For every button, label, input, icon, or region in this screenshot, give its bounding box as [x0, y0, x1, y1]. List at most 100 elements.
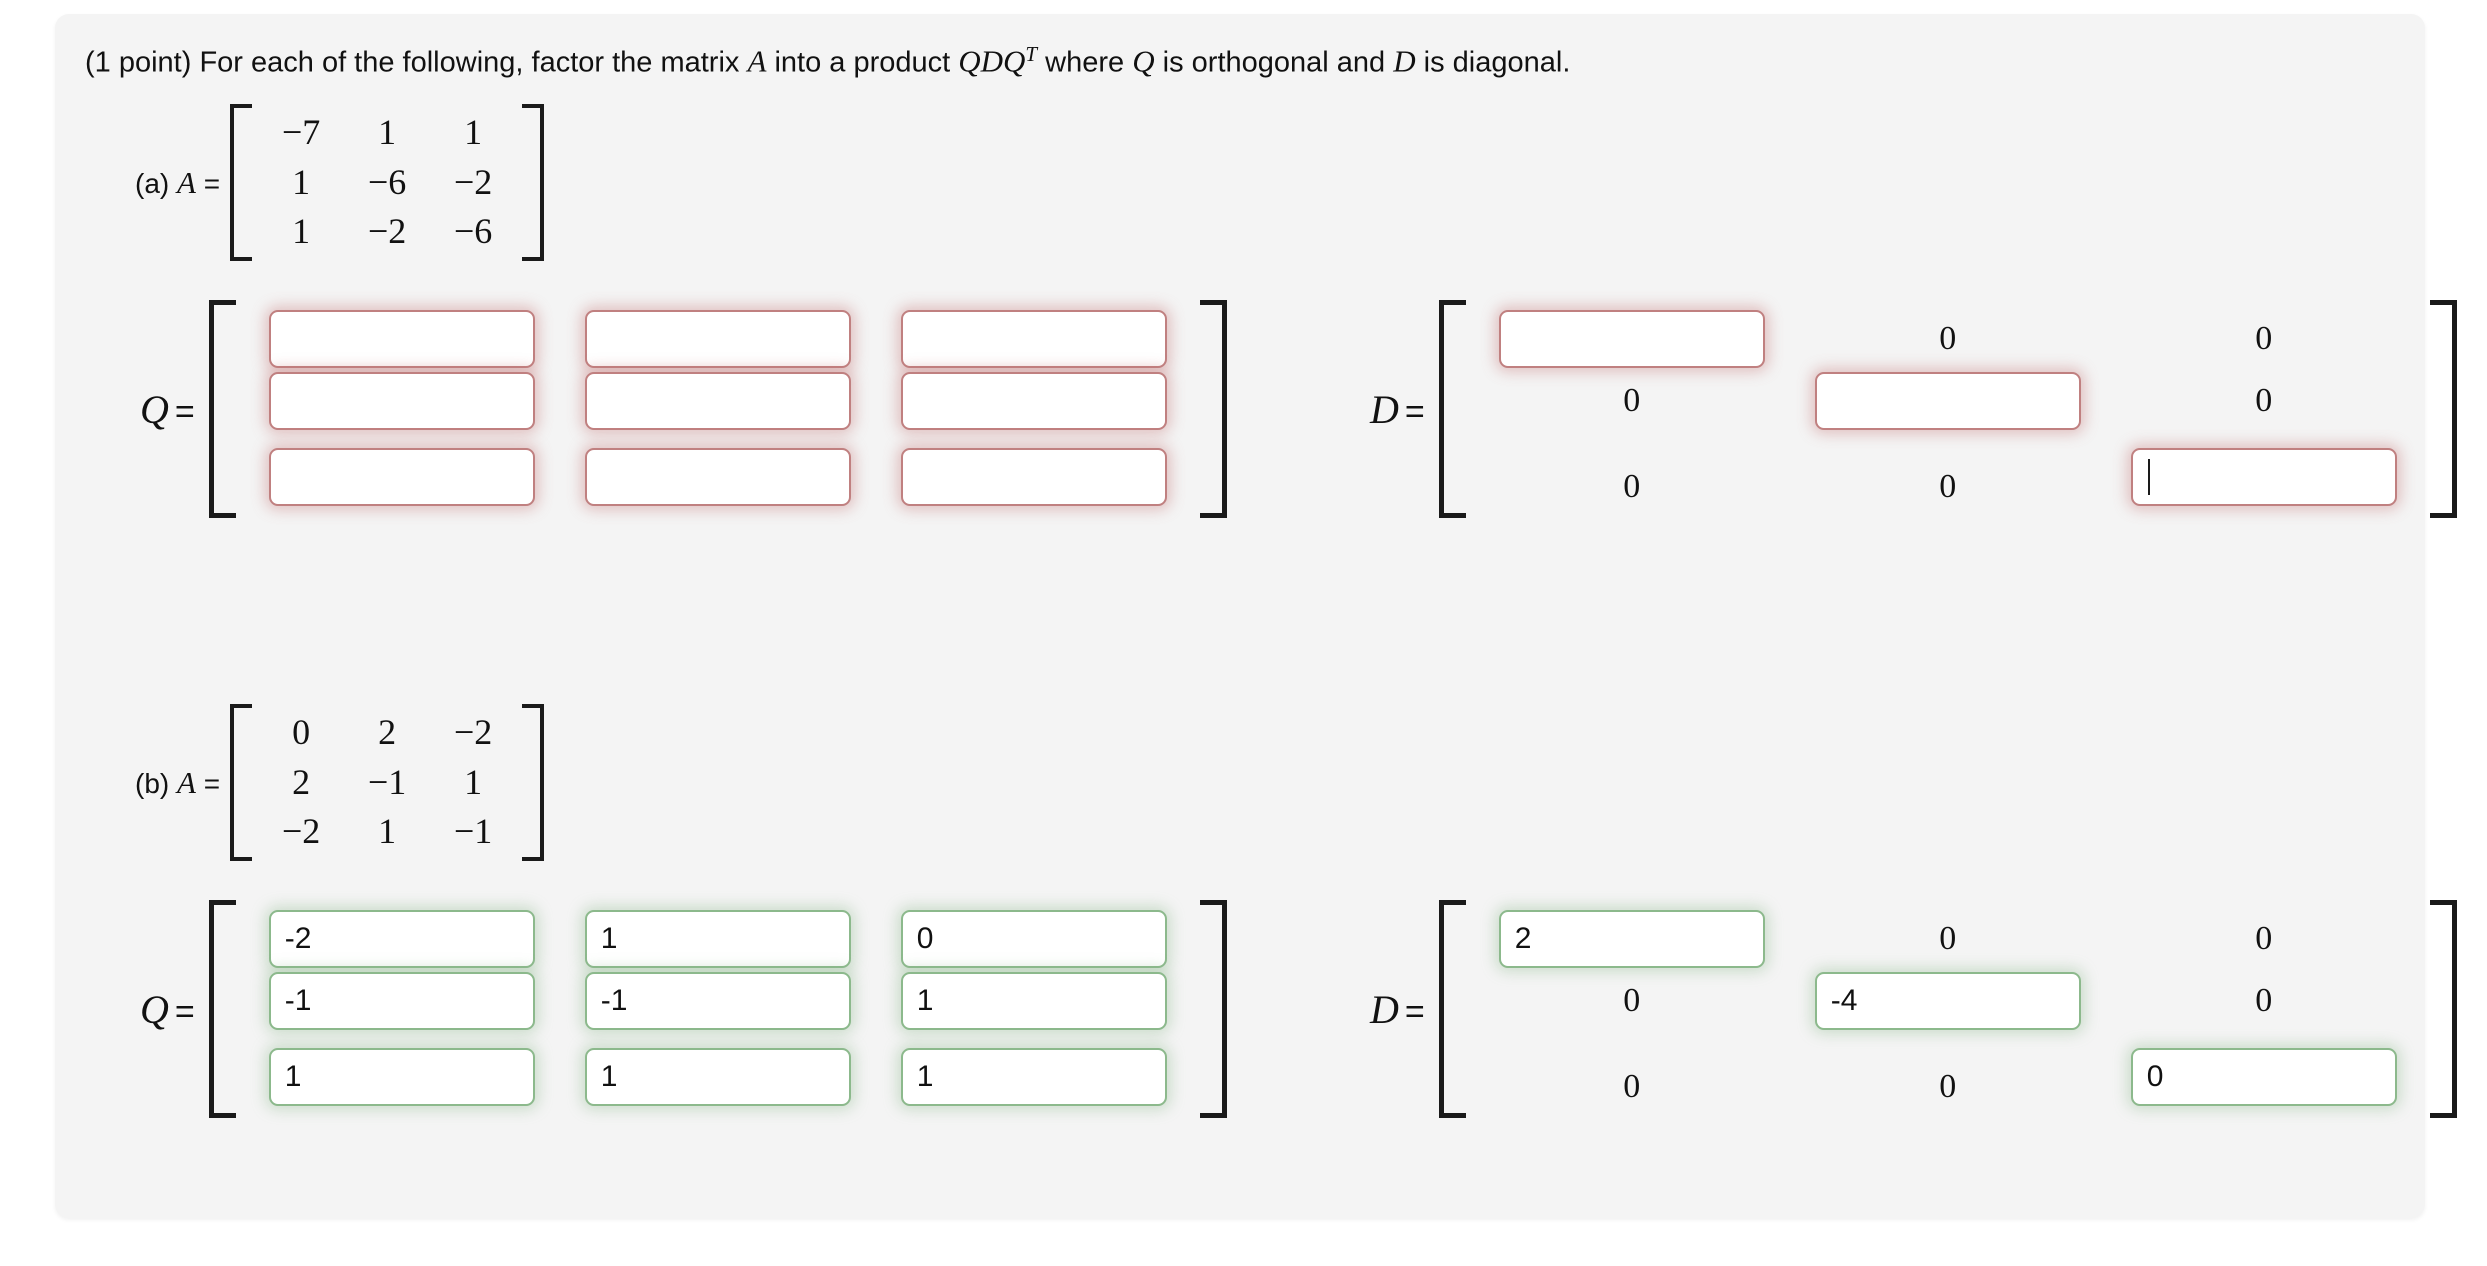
matrix-cell: −7 [281, 112, 321, 152]
matrix-cell: 1 [464, 112, 483, 152]
right-bracket-icon [1199, 300, 1227, 518]
part-letter-a: (a) [135, 167, 170, 199]
d-zero: 0 [1623, 382, 1641, 419]
prompt-var-q: Q [1132, 43, 1155, 79]
matrix-cell: 1 [378, 112, 397, 152]
q-input-r3c1[interactable]: 1 [268, 1048, 535, 1106]
prompt-qdq: QDQ [958, 43, 1026, 79]
q-input-r2c3[interactable]: 1 [900, 972, 1167, 1030]
matrix-cell: −2 [367, 211, 407, 252]
left-bracket-icon [208, 900, 236, 1118]
d-cell-r3c2: 0 [1798, 432, 2098, 510]
q-matrix-block-a: Q= [140, 300, 1227, 518]
d-input-r2c2[interactable]: -4 [1814, 972, 2081, 1030]
q-input-r2c2[interactable]: -1 [584, 972, 851, 1030]
d-matrix-block-b: D= 2 0 0 0 -4 0 0 0 0 [1370, 900, 2457, 1118]
prompt-var-d: D [1393, 43, 1416, 79]
part-letter-b: (b) [135, 767, 170, 799]
q-input-r2c2[interactable] [584, 372, 851, 430]
matrix-cell: 1 [292, 211, 311, 252]
q-var: Q [140, 386, 169, 432]
d-input-r1c1[interactable]: 2 [1498, 910, 1765, 968]
matrix-cell: −1 [453, 811, 493, 852]
matrix-cell: 1 [378, 811, 397, 852]
q-input-r3c3[interactable] [900, 448, 1167, 506]
q-label-a: Q= [140, 386, 195, 433]
problem-statement: (1 point) For each of the following, fac… [85, 42, 1570, 80]
q-input-r1c3[interactable] [900, 310, 1167, 368]
part-label-b: (b) A = [135, 765, 220, 801]
d-cell-r1c3: 0 [2114, 908, 2414, 970]
right-bracket-icon [522, 104, 545, 262]
part-var-b: A [177, 764, 196, 800]
q-cell-r2c1: -1 [252, 970, 552, 1032]
left-bracket-icon [230, 104, 253, 262]
right-bracket-icon [2429, 900, 2457, 1118]
q-cell-r1c2 [568, 308, 868, 370]
q-cell-r2c2 [568, 370, 868, 432]
d-cell-r3c1: 0 [1482, 1032, 1782, 1110]
q-input-r3c2[interactable]: 1 [584, 1048, 851, 1106]
q-input-r1c1[interactable] [268, 310, 535, 368]
q-input-r2c3[interactable] [900, 372, 1167, 430]
matrix-cell: −6 [453, 211, 493, 252]
q-cell-r1c2: 1 [568, 908, 868, 970]
d-label-b: D= [1370, 986, 1425, 1033]
d-zero: 0 [1939, 1068, 1957, 1105]
q-input-r2c1[interactable]: -1 [268, 972, 535, 1030]
d-cell-r2c1: 0 [1482, 970, 1782, 1032]
d-input-r2c2[interactable] [1814, 372, 2081, 430]
prompt-mid: into a product [766, 46, 959, 79]
part-equals-b: = [203, 767, 221, 799]
part-equals-a: = [203, 167, 221, 199]
d-zero: 0 [1623, 982, 1641, 1019]
d-zero: 0 [2255, 982, 2273, 1019]
d-input-r3c3[interactable] [2130, 448, 2397, 506]
q-cell-r2c2: -1 [568, 970, 868, 1032]
q-input-r3c1[interactable] [268, 448, 535, 506]
d-zero: 0 [2255, 320, 2273, 357]
q-matrix-block-b: Q= -2 1 0 -1 -1 1 1 1 1 [140, 900, 1227, 1118]
d-zero: 0 [2255, 382, 2273, 419]
prompt-var-a: A [747, 43, 767, 79]
d-cell-r2c3: 0 [2114, 970, 2414, 1032]
d-input-r1c1[interactable] [1498, 310, 1765, 368]
q-input-r1c1[interactable]: -2 [268, 910, 535, 968]
q-input-grid-a [236, 300, 1200, 518]
q-input-r3c2[interactable] [584, 448, 851, 506]
d-var: D [1370, 386, 1399, 432]
q-input-r3c3[interactable]: 1 [900, 1048, 1167, 1106]
q-equals: = [174, 992, 195, 1031]
q-input-r1c3[interactable]: 0 [900, 910, 1167, 968]
q-cell-r3c2: 1 [568, 1032, 868, 1110]
problem-card: (1 point) For each of the following, fac… [55, 14, 2457, 1218]
matrix-cell: −2 [453, 712, 493, 752]
q-cell-r2c1 [252, 370, 552, 432]
q-label-b: Q= [140, 986, 195, 1033]
q-input-r1c2[interactable] [584, 310, 851, 368]
prompt-lead: (1 point) For each of the following, fac… [85, 46, 748, 79]
q-cell-r2c3: 1 [884, 970, 1184, 1032]
q-cell-r2c3 [884, 370, 1184, 432]
matrix-b-grid: 0 2 −2 2 −1 1 −2 1 −1 [252, 704, 522, 861]
q-input-r2c1[interactable] [268, 372, 535, 430]
text-cursor-icon [2147, 459, 2150, 495]
part-label-a: (a) A = [135, 165, 220, 201]
d-cell-r3c3: 0 [2114, 1032, 2414, 1110]
matrix-cell: −1 [367, 761, 407, 802]
left-bracket-icon [1438, 300, 1466, 518]
d-var: D [1370, 986, 1399, 1032]
d-input-grid-a: 0 0 0 0 0 0 [1466, 300, 2430, 518]
right-bracket-icon [1199, 900, 1227, 1118]
d-input-r3c3[interactable]: 0 [2130, 1048, 2397, 1106]
d-zero: 0 [1623, 1068, 1641, 1105]
left-bracket-icon [230, 704, 253, 862]
d-cell-r1c1 [1482, 308, 1782, 370]
prompt-tail3: is diagonal. [1415, 46, 1571, 79]
matrix-a-given: −7 1 1 1 −6 −2 1 −2 −6 [230, 104, 545, 262]
q-input-r1c2[interactable]: 1 [584, 910, 851, 968]
left-bracket-icon [208, 300, 236, 518]
d-zero: 0 [2255, 920, 2273, 957]
q-input-grid-b: -2 1 0 -1 -1 1 1 1 1 [236, 900, 1200, 1118]
